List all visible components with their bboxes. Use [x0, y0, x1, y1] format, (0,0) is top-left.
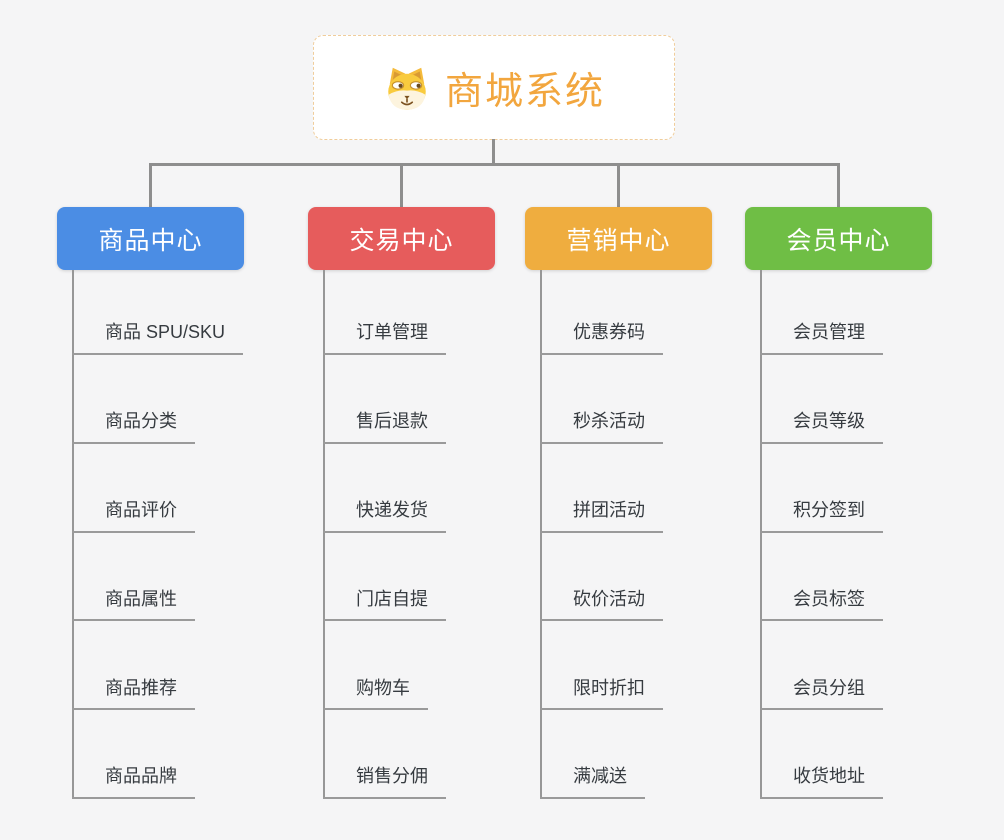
leaf-topic[interactable]: 商品品牌: [72, 765, 195, 799]
leaf-topic[interactable]: 门店自提: [323, 588, 446, 622]
leaf-topic[interactable]: 购物车: [323, 677, 428, 711]
leaf-topic[interactable]: 订单管理: [323, 321, 446, 355]
leaf-row: 会员分组: [760, 621, 883, 711]
leaf-topic[interactable]: 商品 SPU/SKU: [72, 321, 244, 355]
leaf-row: 满减送: [540, 710, 663, 799]
leaf-topic[interactable]: 拼团活动: [540, 499, 663, 533]
leaf-topic[interactable]: 满减送: [540, 765, 645, 799]
leaf-topic[interactable]: 商品推荐: [72, 677, 195, 711]
leaf-row: 会员等级: [760, 355, 883, 444]
leaf-topic[interactable]: 会员分组: [760, 677, 883, 711]
leaf-topic[interactable]: 优惠券码: [540, 321, 663, 355]
leaf-row: 商品评价: [72, 444, 243, 533]
leaf-topic[interactable]: 限时折扣: [540, 677, 663, 711]
leaf-topic[interactable]: 商品评价: [72, 499, 195, 533]
branch-label: 营销中心: [566, 226, 671, 255]
leaf-topic[interactable]: 积分签到: [760, 499, 883, 533]
leaf-topic[interactable]: 会员管理: [760, 321, 883, 355]
leaf-list-product-center: 商品 SPU/SKU 商品分类 商品评价 商品属性 商品推荐 商品品牌: [72, 266, 244, 799]
connector-spine-3: [540, 270, 542, 799]
leaf-topic[interactable]: 销售分佣: [323, 765, 446, 799]
leaf-list-marketing-center: 优惠券码 秒杀活动 拼团活动 砍价活动 限时折扣 满减送: [540, 266, 663, 799]
leaf-topic[interactable]: 会员等级: [760, 410, 883, 444]
leaf-row: 订单管理: [323, 266, 446, 355]
branch-topic-trade-center[interactable]: 交易中心: [308, 207, 495, 270]
leaf-row: 购物车: [323, 621, 446, 711]
leaf-row: 限时折扣: [540, 621, 663, 711]
branch-label: 商品中心: [98, 226, 203, 255]
leaf-topic[interactable]: 商品属性: [72, 588, 195, 622]
leaf-list-trade-center: 订单管理 售后退款 快递发货 门店自提 购物车 销售分佣: [323, 266, 446, 799]
leaf-row: 优惠券码: [540, 266, 663, 355]
leaf-row: 商品分类: [72, 355, 243, 444]
connector-stub-1: [149, 165, 152, 208]
connector-stub-4: [837, 165, 840, 208]
branch-label: 交易中心: [349, 226, 454, 255]
leaf-topic[interactable]: 秒杀活动: [540, 410, 663, 444]
leaf-list-member-center: 会员管理 会员等级 积分签到 会员标签 会员分组 收货地址: [760, 266, 883, 799]
root-title: 商城系统: [444, 71, 605, 113]
leaf-row: 快递发货: [323, 444, 446, 533]
connector-spine-2: [323, 270, 325, 799]
leaf-row: 商品品牌: [72, 710, 243, 799]
connector-spine-4: [760, 270, 762, 799]
leaf-row: 秒杀活动: [540, 355, 663, 444]
leaf-row: 商品推荐: [72, 621, 243, 711]
leaf-topic[interactable]: 商品分类: [72, 410, 195, 444]
connector-stub-3: [617, 165, 620, 208]
leaf-row: 商品 SPU/SKU: [72, 266, 244, 355]
leaf-row: 销售分佣: [323, 710, 446, 799]
branch-topic-member-center[interactable]: 会员中心: [745, 207, 932, 270]
leaf-row: 会员标签: [760, 533, 883, 622]
connector-root-stem: [492, 139, 495, 165]
leaf-row: 商品属性: [72, 533, 243, 622]
root-topic[interactable]: 商城系统: [313, 35, 675, 140]
leaf-row: 售后退款: [323, 355, 446, 444]
leaf-topic[interactable]: 会员标签: [760, 588, 883, 622]
leaf-row: 砍价活动: [540, 533, 663, 622]
connector-stub-2: [400, 165, 403, 208]
connector-spine-1: [72, 270, 74, 799]
leaf-topic[interactable]: 收货地址: [760, 765, 883, 799]
leaf-row: 积分签到: [760, 444, 883, 533]
leaf-topic[interactable]: 售后退款: [323, 410, 446, 444]
branch-topic-marketing-center[interactable]: 营销中心: [525, 207, 712, 270]
branch-topic-product-center[interactable]: 商品中心: [57, 207, 244, 270]
branch-label: 会员中心: [786, 226, 891, 255]
leaf-topic[interactable]: 快递发货: [323, 499, 446, 533]
connector-bus: [149, 163, 840, 166]
leaf-topic[interactable]: 砍价活动: [540, 588, 663, 622]
leaf-row: 拼团活动: [540, 444, 663, 533]
leaf-row: 会员管理: [760, 266, 883, 355]
leaf-row: 收货地址: [760, 710, 883, 799]
leaf-row: 门店自提: [323, 533, 446, 622]
shiba-dog-icon: [383, 64, 431, 112]
